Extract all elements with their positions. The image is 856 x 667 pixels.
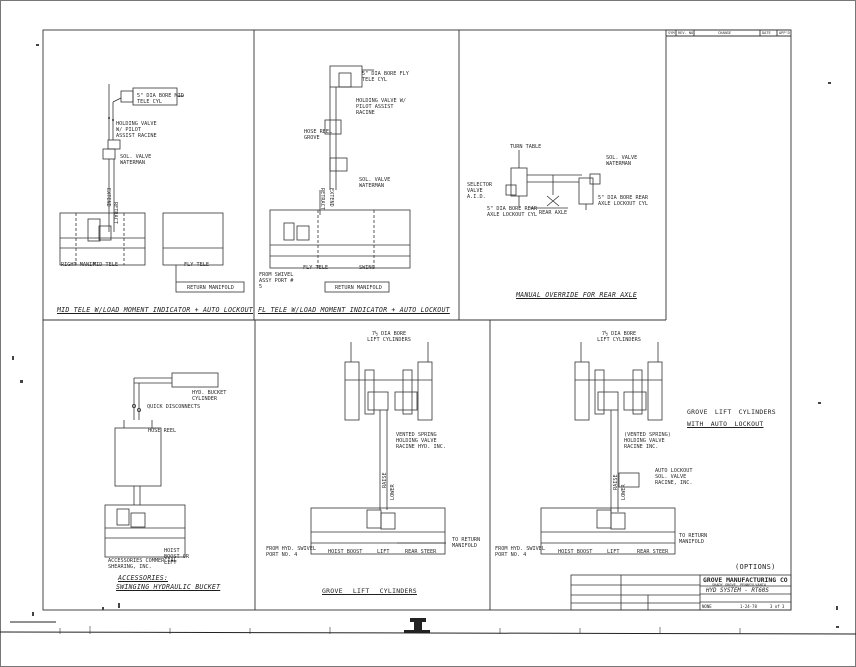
fly-tele-retract-label: RETRACT <box>319 188 325 210</box>
lockout-lift-lower-label: LOWER <box>621 484 627 500</box>
grove-lift-caption: GROVE LIFT CYLINDERS <box>322 587 417 595</box>
fly-tele-cylinder-label: 5" DIA BORE FLY TELE CYL <box>362 71 409 83</box>
rear-axle-turn-table-label: TURN TABLE <box>510 144 542 150</box>
grove-lift-cylinder-label: 7½ DIA BORE LIFT CYLINDERS <box>367 331 411 343</box>
rear-axle-caption: MANUAL OVERRIDE FOR REAR AXLE <box>516 291 637 299</box>
drawing-title: HYD SYSTEM - RT60S <box>706 588 769 594</box>
fly-tele-holding-valve-label: HOLDING VALVE W/ PILOT ASSIST RACINE <box>356 98 406 116</box>
drawing-scale: NONE <box>702 604 712 609</box>
grove-lift-holding-valve-label: VENTED SPRING HOLDING VALVE RACINE HYD. … <box>396 432 446 450</box>
rear-axle-bore-right-label: 5" DIA BORE REAR AXLE LOCKOUT CYL <box>598 195 648 207</box>
grove-lift-raise-label: RAISE <box>382 472 388 488</box>
fly-tele-from-swivel-label: FROM SWIVEL ASSY PORT # 5 <box>259 272 294 290</box>
lockout-lift-schematic <box>540 342 676 555</box>
rear-axle-selector-valve-label: SELECTOR VALVE A.I.D. <box>467 182 492 200</box>
grove-lift-hoist-boost-label: HOIST BOOST <box>328 549 363 555</box>
grove-lift-to-return-label: TO RETURN MANIFOLD <box>452 537 481 549</box>
title-block-frame <box>570 574 792 611</box>
accessories-commercial-label: ACCESSORIES COMMERCIAL SHEARING, INC. <box>108 558 177 570</box>
rear-axle-bore-left-label: 5" DIA BORE REAR AXLE LOCKOUT CYL <box>487 206 537 218</box>
lockout-lift-from-swivel-label: FROM HYD. SWIVEL PORT NO. 4 <box>495 546 545 558</box>
revision-col-rev: REV. NO. <box>678 31 696 35</box>
fly-tele-return-manifold-label: RETURN MANIFOLD <box>335 285 382 291</box>
grove-lift-lower-label: LOWER <box>390 484 396 500</box>
lockout-lift-caption-line1: GROVE LIFT CYLINDERS <box>687 408 776 416</box>
lockout-lift-raise-label: RAISE <box>613 474 619 490</box>
fly-tele-extend-label: EXTEND <box>328 188 334 207</box>
revision-col-appd: APP'D <box>779 31 790 35</box>
grove-lift-from-swivel-label: FROM HYD. SWIVEL PORT NO. 4 <box>266 546 316 558</box>
company-location: SHADY GROVE, PENNSYLVANIA <box>712 583 767 587</box>
grove-lift-rear-steer-label: REAR STEER <box>405 549 437 555</box>
lockout-lift-auto-lockout-label: AUTO LOCKOUT SOL. VALVE RACINE, INC. <box>655 468 693 486</box>
accessories-quick-disconnects-label: QUICK DISCONNECTS <box>147 404 201 410</box>
fly-tele-section-label: FLY TELE <box>303 265 328 271</box>
fly-tele-hose-reel-label: HOSE REEL GROVE <box>304 129 333 141</box>
options-label: (OPTIONS) <box>735 563 776 571</box>
lockout-lift-rear-steer-label: REAR STEER <box>637 549 669 555</box>
mid-tele-return-manifold-label: RETURN MANIFOLD <box>187 285 234 291</box>
accessories-hoist-boost-label: HOIST BOOST OR LIFT <box>164 548 189 566</box>
lockout-lift-holding-valve-label: (VENTED SPRING) HOLDING VALVE RACINE INC… <box>624 432 671 450</box>
mid-tele-retract-label: RETRACT <box>112 202 118 224</box>
mid-tele-section-label: MID TELE <box>93 262 118 268</box>
accessories-caption-line2: SWINGING HYDRAULIC BUCKET <box>116 583 221 591</box>
revision-col-sym: SYM <box>668 31 675 35</box>
revision-col-change: CHANGE <box>718 31 731 35</box>
lockout-lift-hoist-boost-label: HOIST BOOST <box>558 549 593 555</box>
accessories-caption-line1: ACCESSORIES: <box>118 574 169 582</box>
fly-tele-schematic <box>269 65 411 293</box>
mid-tele-fly-tele-label: FLY TELE <box>184 262 209 268</box>
grove-lift-lift-label: LIFT <box>377 549 390 555</box>
fly-tele-sol-valve-label: SOL. VALVE WATERMAN <box>359 177 391 189</box>
rear-axle-sol-valve-label: SOL. VALVE WATERMAN <box>606 155 638 167</box>
rear-axle-schematic <box>505 150 601 210</box>
mid-tele-right-manifold-label: RIGHT MANIF <box>61 262 96 268</box>
lockout-lift-to-return-label: TO RETURN MANIFOLD <box>679 533 708 545</box>
lockout-lift-lift-label: LIFT <box>607 549 620 555</box>
mid-tele-sol-valve-label: SOL. VALVE WATERMAN <box>120 154 152 166</box>
mid-tele-holding-valve-label: HOLDING VALVE W/ PILOT ASSIST RACINE <box>116 121 157 139</box>
mid-tele-caption: MID TELE W/LOAD MOMENT INDICATOR + AUTO … <box>57 306 253 314</box>
company-name: GROVE MANUFACTURING CO <box>703 576 788 584</box>
drawing-number: 1-24-78 <box>740 604 757 609</box>
fly-tele-swing-label: SWING <box>359 265 375 271</box>
grove-lift-schematic <box>310 342 446 555</box>
revision-col-date: DATE <box>762 31 771 35</box>
accessories-hose-reel-label: HOSE REEL <box>148 428 177 434</box>
drawing-sheet: 3 of 3 <box>770 604 785 609</box>
lockout-lift-caption-line2: WITH AUTO LOCKOUT <box>687 420 764 428</box>
lockout-lift-cylinder-label: 7½ DIA BORE LIFT CYLINDERS <box>597 331 641 343</box>
fly-tele-caption: FL TELE W/LOAD MOMENT INDICATOR + AUTO L… <box>258 306 450 314</box>
mid-tele-cylinder-label: 5" DIA BORE MID TELE CYL <box>137 93 184 105</box>
rear-axle-label: REAR AXLE <box>539 210 568 216</box>
mid-tele-extend-label: EXTEND <box>105 188 111 207</box>
accessories-bucket-cylinder-label: HYD. BUCKET CYLINDER <box>192 390 227 402</box>
accessories-schematic <box>104 372 219 558</box>
